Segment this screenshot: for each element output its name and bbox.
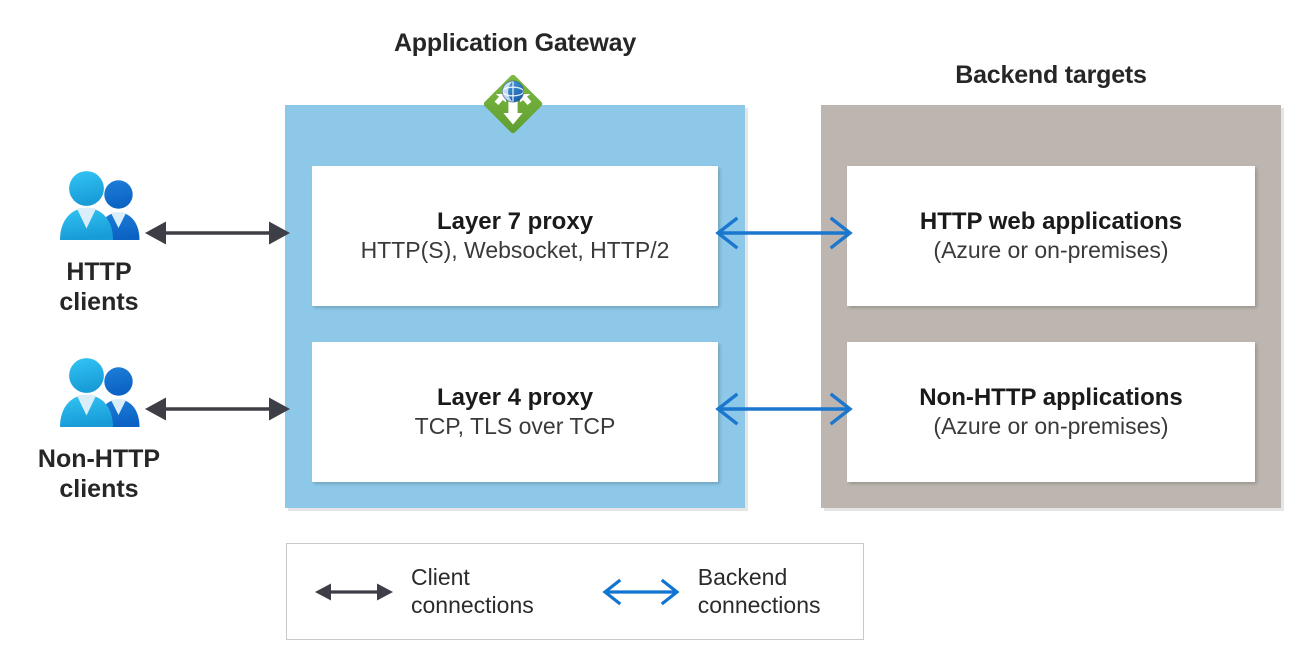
backend-http-connection-arrow: [714, 212, 854, 254]
non-http-applications-card-subtitle: (Azure or on-premises): [933, 412, 1169, 439]
layer-4-proxy-card-title: Layer 4 proxy: [436, 384, 594, 412]
client-http-connection-arrow: [145, 212, 290, 254]
layer-7-proxy-card-subtitle: HTTP(S), Websocket, HTTP/2: [360, 236, 670, 263]
blue-double-arrow-icon: [602, 577, 680, 607]
black-double-arrow-icon: [315, 577, 393, 607]
backend-non-http-connection-arrow: [714, 388, 854, 430]
client-non-http-connection-arrow: [145, 388, 290, 430]
legend-label-backend-connections: Backend connections: [697, 564, 821, 618]
users-icon: [4, 168, 194, 249]
non-http-clients-group: Non-HTTP clients: [4, 355, 194, 504]
layer-7-proxy-card-title: Layer 7 proxy: [436, 208, 594, 236]
http-web-applications-card-title: HTTP web applications: [919, 208, 1183, 236]
non-http-applications-card: Non-HTTP applications (Azure or on-premi…: [847, 342, 1255, 482]
backend-targets-title: Backend targets: [955, 61, 1147, 89]
layer-7-proxy-card: Layer 7 proxy HTTP(S), Websocket, HTTP/2: [312, 166, 718, 306]
legend-label-client-connections: Client connections: [411, 564, 534, 618]
legend-item-client-connections: Client connections: [315, 544, 534, 639]
http-clients-group: HTTP clients: [4, 168, 194, 317]
legend-item-backend-connections: Backend connections: [602, 544, 821, 639]
http-web-applications-card-subtitle: (Azure or on-premises): [933, 236, 1169, 263]
http-clients-label: HTTP clients: [59, 258, 139, 316]
non-http-applications-card-title: Non-HTTP applications: [919, 384, 1183, 412]
layer-4-proxy-card: Layer 4 proxy TCP, TLS over TCP: [312, 342, 718, 482]
users-icon: [4, 355, 194, 436]
application-gateway-icon: [478, 69, 548, 139]
layer-4-proxy-card-subtitle: TCP, TLS over TCP: [414, 412, 616, 439]
legend: Client connections Backend connections: [286, 543, 864, 640]
non-http-clients-label: Non-HTTP clients: [37, 445, 161, 503]
http-web-applications-card: HTTP web applications (Azure or on-premi…: [847, 166, 1255, 306]
application-gateway-title: Application Gateway: [393, 29, 637, 57]
